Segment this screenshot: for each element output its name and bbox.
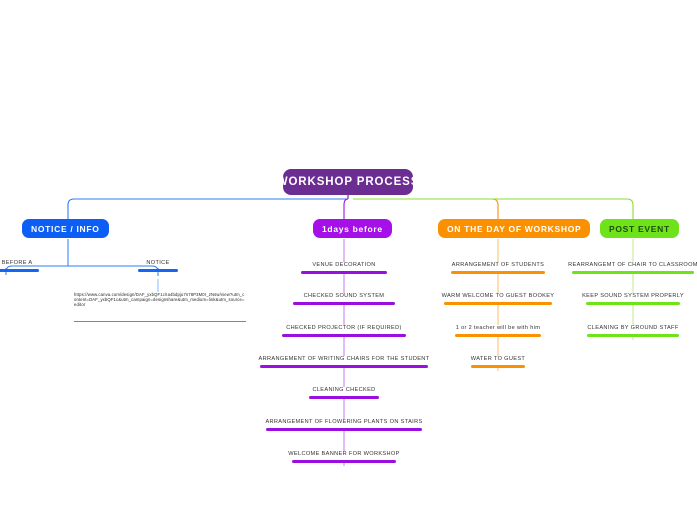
leaf-node[interactable]: VENUE DECORATION bbox=[295, 261, 393, 274]
leaf-underline-bar bbox=[293, 302, 395, 305]
leaf-underline-bar bbox=[301, 271, 387, 274]
leaf-label: ENTS BEFORE A bbox=[0, 260, 33, 266]
leaf-underline-bar bbox=[444, 302, 552, 305]
leaf-underline-bar bbox=[451, 271, 545, 274]
leaf-label: ARRANGEMENT OF STUDENTS bbox=[451, 262, 545, 268]
leaf-label: CHECKED SOUND SYSTEM bbox=[303, 293, 385, 299]
leaf-node[interactable]: CHECKED SOUND SYSTEM bbox=[288, 292, 400, 305]
leaf-node[interactable]: KEEP SOUND SYSTEM PROPERLY bbox=[582, 292, 684, 305]
leaf-label: CHECKED PROJECTOR (IF REQUIRED) bbox=[286, 325, 402, 331]
branch-node-1days-before[interactable]: 1days before bbox=[313, 219, 392, 238]
branch-node-label: NOTICE / INFO bbox=[31, 223, 100, 234]
leaf-node[interactable]: ENTS BEFORE A bbox=[0, 259, 44, 272]
leaf-underline-bar bbox=[0, 269, 39, 272]
branch-node-post-event[interactable]: POST EVENT bbox=[600, 219, 679, 238]
canva-link-note[interactable]: https://www.canva.com/design/DAF_yxbQF1c… bbox=[74, 292, 245, 308]
leaf-node[interactable]: WARM WELCOME TO GUEST BOOKEY bbox=[440, 292, 556, 305]
branch-node-label: ON THE DAY OF WORKSHOP bbox=[447, 223, 582, 234]
branch-node-label: POST EVENT bbox=[609, 223, 670, 234]
leaf-node[interactable]: WELCOME BANNER FOR WORKSHOP bbox=[288, 450, 400, 463]
leaf-node[interactable]: CHECKED PROJECTOR (IF REQUIRED) bbox=[277, 324, 411, 337]
leaf-node[interactable]: ARRANGEMENT OF WRITING CHAIRS FOR THE ST… bbox=[256, 355, 432, 368]
leaf-underline-bar bbox=[471, 365, 525, 368]
leaf-node[interactable]: 1 or 2 teacher will be with him bbox=[452, 324, 544, 337]
branch-node-label: 1days before bbox=[322, 223, 383, 234]
leaf-label: ARRANGEMENT OF FLOWERING PLANTS ON STAIR… bbox=[265, 419, 423, 425]
leaf-node[interactable]: ARRANGEMENT OF FLOWERING PLANTS ON STAIR… bbox=[262, 418, 426, 431]
leaf-label: CLEANING BY GROUND STAFF bbox=[587, 325, 679, 331]
leaf-underline-bar bbox=[572, 271, 694, 274]
leaf-node[interactable]: NOTICE bbox=[136, 259, 180, 272]
leaf-label: ARRANGEMENT OF WRITING CHAIRS FOR THE ST… bbox=[258, 356, 430, 362]
leaf-label: KEEP SOUND SYSTEM PROPERLY bbox=[582, 293, 684, 299]
branch-node-notice-info[interactable]: NOTICE / INFO bbox=[22, 219, 109, 238]
branch-node-on-the-day-of-workshop[interactable]: ON THE DAY OF WORKSHOP bbox=[438, 219, 591, 238]
leaf-underline-bar bbox=[260, 365, 428, 368]
leaf-label: WATER TO GUEST bbox=[470, 356, 526, 362]
leaf-node[interactable]: REARRANGEMT OF CHAIR TO CLASSROOM bbox=[568, 261, 697, 274]
leaf-underline-bar bbox=[138, 269, 178, 272]
leaf-label: NOTICE bbox=[146, 260, 170, 266]
leaf-node[interactable]: CLEANING BY GROUND STAFF bbox=[584, 324, 682, 337]
leaf-node[interactable]: ARRANGEMENT OF STUDENTS bbox=[446, 261, 550, 274]
leaf-underline-bar bbox=[309, 396, 379, 399]
leaf-underline-bar bbox=[282, 334, 406, 337]
leaf-label: WARM WELCOME TO GUEST BOOKEY bbox=[441, 293, 555, 299]
leaf-underline-bar bbox=[586, 302, 680, 305]
leaf-label: REARRANGEMT OF CHAIR TO CLASSROOM bbox=[568, 262, 697, 268]
leaf-label: CLEANING CHECKED bbox=[312, 387, 376, 393]
leaf-underline-bar bbox=[587, 334, 679, 337]
leaf-label: WELCOME BANNER FOR WORKSHOP bbox=[288, 451, 400, 457]
leaf-node[interactable]: WATER TO GUEST bbox=[468, 355, 528, 368]
leaf-underline-bar bbox=[455, 334, 541, 337]
leaf-underline-bar bbox=[266, 428, 422, 431]
leaf-label: 1 or 2 teacher will be with him bbox=[455, 325, 541, 331]
leaf-label: VENUE DECORATION bbox=[312, 262, 376, 268]
root-node-workshop-process[interactable]: WORKSHOP PROCESS bbox=[277, 169, 418, 195]
note-underline-bar bbox=[74, 321, 246, 323]
leaf-underline-bar bbox=[292, 460, 396, 463]
root-node-label: WORKSHOP PROCESS bbox=[276, 176, 420, 188]
leaf-node[interactable]: CLEANING CHECKED bbox=[305, 386, 383, 399]
